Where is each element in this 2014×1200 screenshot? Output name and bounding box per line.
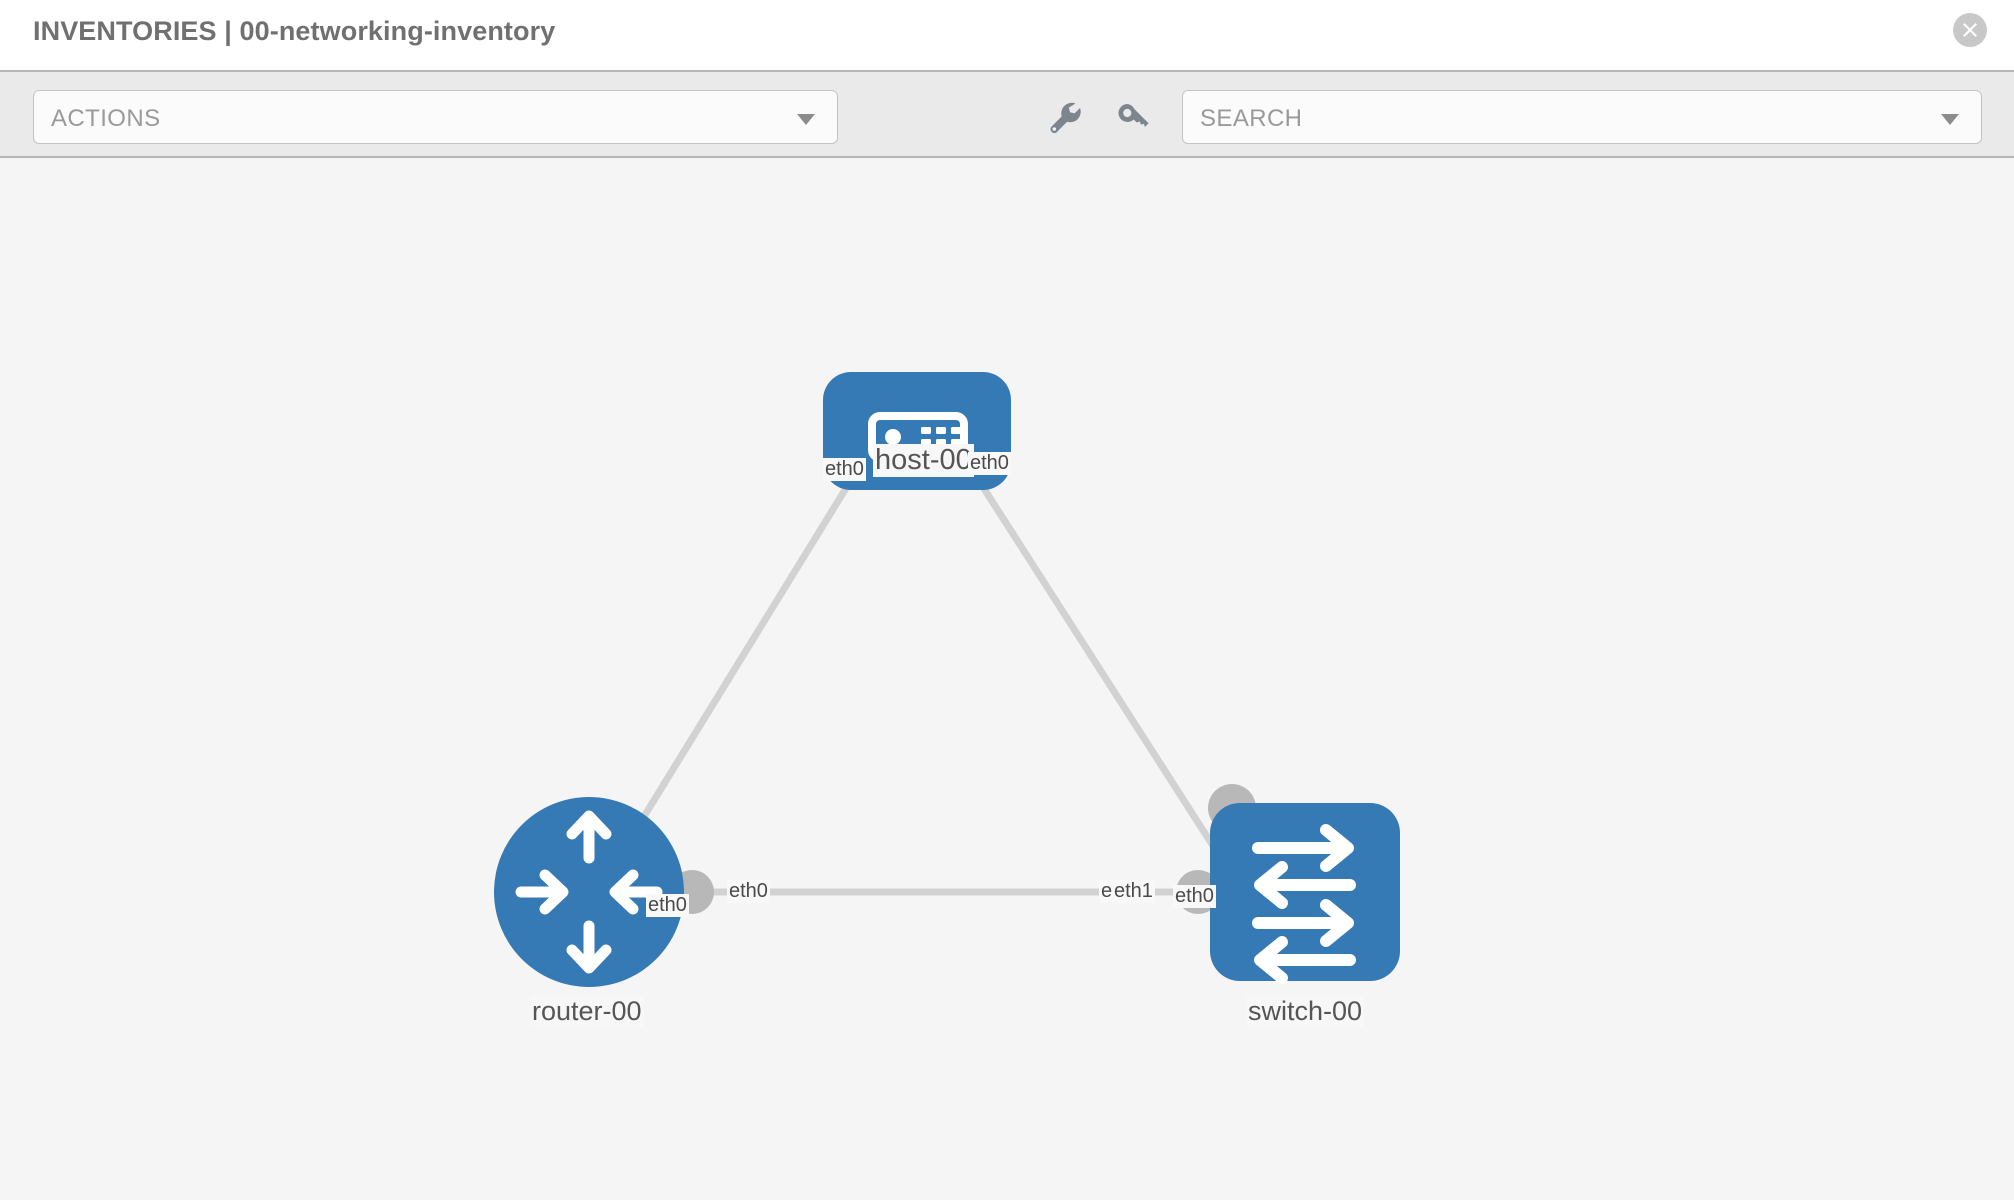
search-input[interactable]: SEARCH (1182, 90, 1982, 144)
topology-canvas[interactable]: host-00 router-00 switch-00 eth0 eth0 et… (0, 158, 2014, 1200)
topology-graph (494, 372, 1400, 987)
wrench-button[interactable] (1042, 94, 1088, 140)
close-icon (1963, 23, 1977, 37)
edge-label-router-upper: eth0 (646, 894, 689, 917)
node-label-router-00: router-00 (530, 996, 644, 1027)
actions-dropdown[interactable]: ACTIONS (33, 90, 838, 144)
edge-label-host-left: eth0 (823, 458, 866, 481)
page-header: INVENTORIES | 00-networking-inventory (0, 0, 2014, 70)
chevron-down-icon (1941, 114, 1959, 125)
edge-label-host-right: eth0 (968, 452, 1011, 475)
actions-dropdown-label: ACTIONS (51, 105, 161, 132)
toolbar: ACTIONS SEARCH (0, 70, 2014, 158)
link-host-switch[interactable] (937, 418, 1243, 890)
edge-label-switch-left-b: eth1 (1112, 880, 1155, 903)
key-icon (1118, 103, 1149, 127)
link-host-router[interactable] (597, 418, 891, 890)
node-switch-00[interactable] (1210, 803, 1400, 984)
key-button[interactable] (1110, 94, 1156, 140)
page-title: INVENTORIES | 00-networking-inventory (33, 16, 556, 46)
chevron-down-icon (797, 114, 815, 125)
node-label-host-00: host-00 (873, 444, 974, 477)
edge-label-router-right: eth0 (727, 880, 770, 903)
node-label-switch-00: switch-00 (1246, 996, 1365, 1027)
search-placeholder: SEARCH (1200, 105, 1303, 132)
node-router-00[interactable] (494, 797, 684, 987)
edge-label-switch-upper: eth0 (1173, 885, 1216, 908)
wrench-icon (1050, 102, 1081, 134)
close-button[interactable] (1953, 13, 1987, 47)
